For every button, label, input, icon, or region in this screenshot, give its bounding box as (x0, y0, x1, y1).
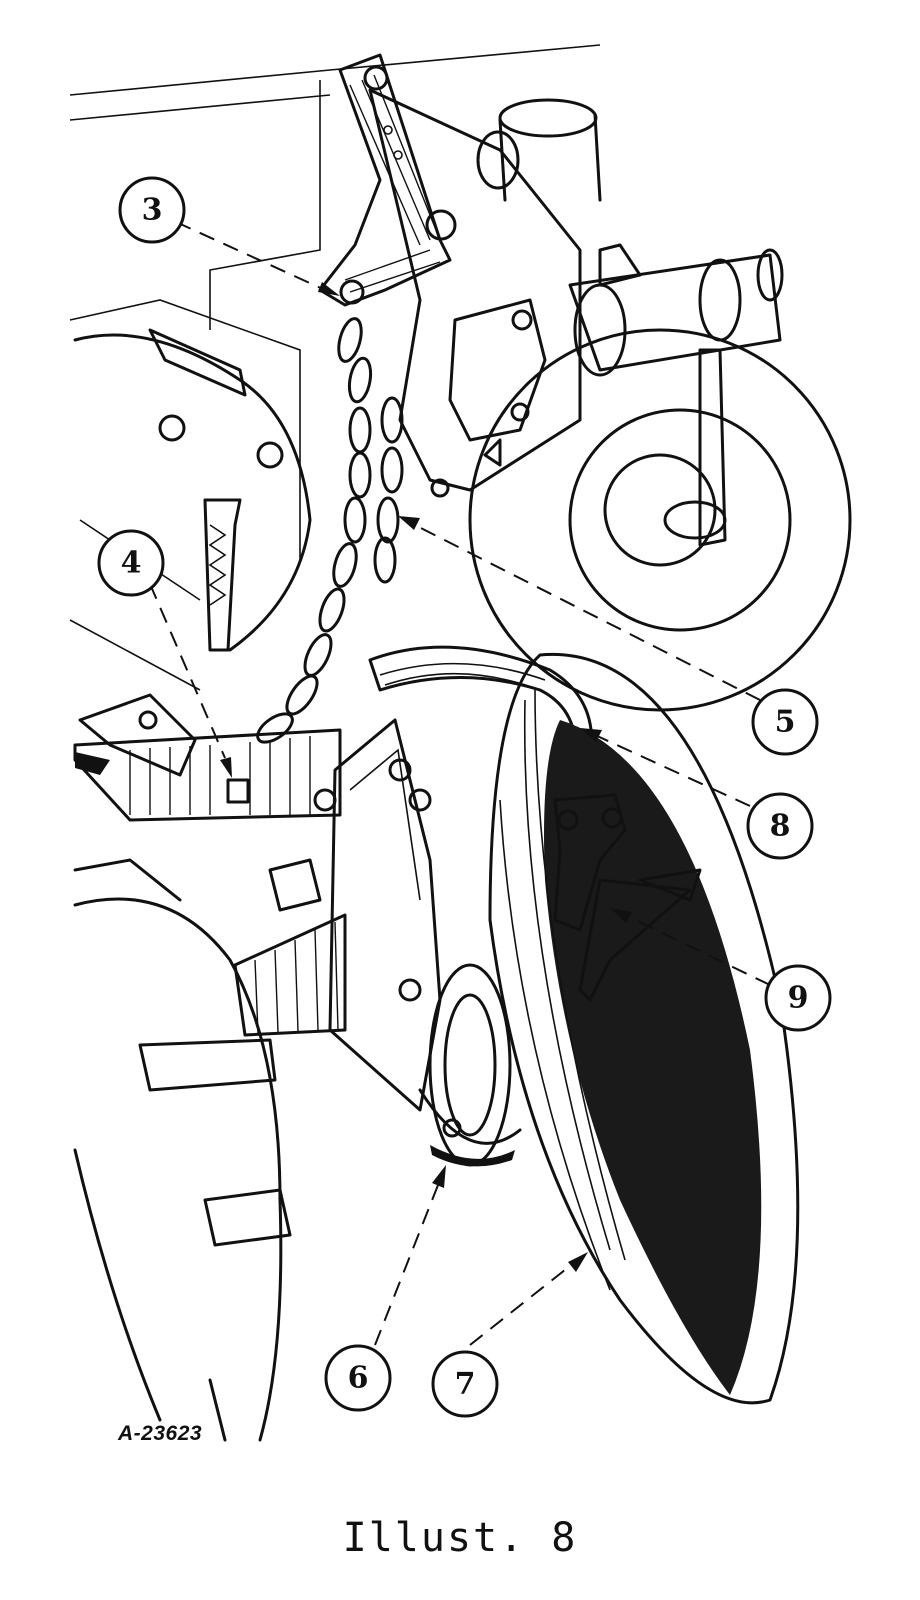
disk-blade (488, 652, 800, 1405)
leader-5 (404, 519, 761, 701)
tool-bar (73, 693, 342, 822)
chain (256, 317, 404, 744)
callout-4: 4 (97, 529, 165, 597)
tractor-frame (69, 44, 601, 691)
callout-6: 6 (324, 1344, 392, 1412)
callout-9-label: 9 (788, 981, 809, 1016)
leader-9 (624, 914, 771, 986)
callout-9: 9 (764, 964, 832, 1032)
callout-3: 3 (118, 176, 186, 244)
disk-bearing (313, 718, 522, 1167)
depth-lever (203, 498, 242, 652)
leader-4 (149, 583, 226, 759)
leader-7 (469, 1261, 576, 1346)
gauge-wheel (468, 328, 852, 712)
leader-8 (594, 734, 751, 807)
callout-8: 8 (746, 792, 814, 860)
tractor-tire (73, 858, 292, 1442)
callout-5-label: 5 (775, 705, 796, 740)
illustration-caption: Illust. 8 (342, 1515, 578, 1561)
axle-housing (368, 88, 784, 498)
callout-7-label: 7 (455, 1367, 476, 1402)
lift-arm (318, 53, 457, 307)
leader-6 (374, 1179, 441, 1346)
callout-3-label: 3 (142, 193, 163, 228)
callout-7: 7 (431, 1350, 499, 1418)
leader-3 (175, 221, 326, 291)
callout-4-label: 4 (121, 546, 142, 581)
callout-6-label: 6 (348, 1361, 369, 1396)
callout-8-label: 8 (770, 809, 791, 844)
lower-bracket (233, 858, 347, 1037)
leader-lines (149, 221, 771, 1346)
figure-code: A-23623 (118, 1422, 203, 1445)
callout-5: 5 (751, 688, 819, 756)
scraper-clamp (553, 793, 702, 1002)
